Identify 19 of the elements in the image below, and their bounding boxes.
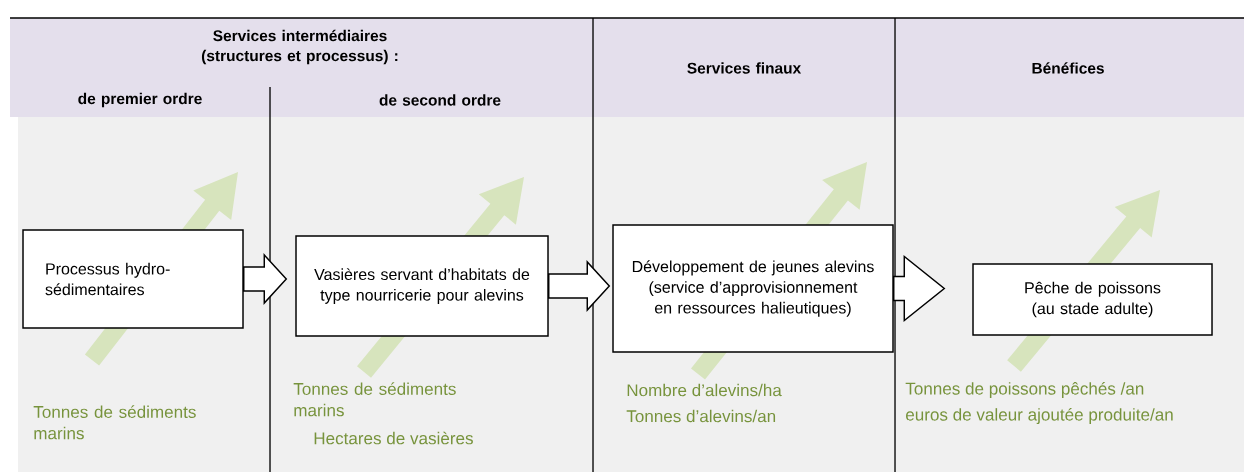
indicator-text: Hectares de vasières (314, 431, 473, 445)
indicator-text: Nombre d’alevins/ha (627, 383, 782, 397)
process-box: Pêche de poissons (au stade adulte) (972, 263, 1213, 336)
indicator-text: Tonnes de poissons pêchés /an (905, 381, 1144, 399)
process-box: Vasières servant d’habitats de type nourricerie pour alevins (295, 235, 549, 337)
block-arrow (548, 260, 611, 312)
process-box: Développement de jeunes alevins (service d’approvisionnement en ressources halieutiques) (612, 224, 894, 353)
column-heading: Bénéfices (1032, 62, 1104, 74)
indicator-text: Tonnes d’alevins/an (626, 409, 776, 423)
block-arrow (243, 253, 288, 305)
indicator-text: Tonnes de sédiments marins (293, 382, 456, 417)
indicator-text: Tonnes de sédiments marins (33, 405, 196, 440)
column-heading: Services intermédiaires (structures et processus) : (201, 29, 398, 65)
column-heading: Services finaux (687, 62, 802, 74)
indicator-text: euros de valeur ajoutée produite/an (906, 407, 1173, 425)
block-arrow (893, 254, 946, 323)
column-heading: de premier ordre (78, 92, 202, 108)
process-box: Processus hydro-sédimentaires (22, 229, 244, 329)
column-heading: de second ordre (379, 94, 501, 106)
